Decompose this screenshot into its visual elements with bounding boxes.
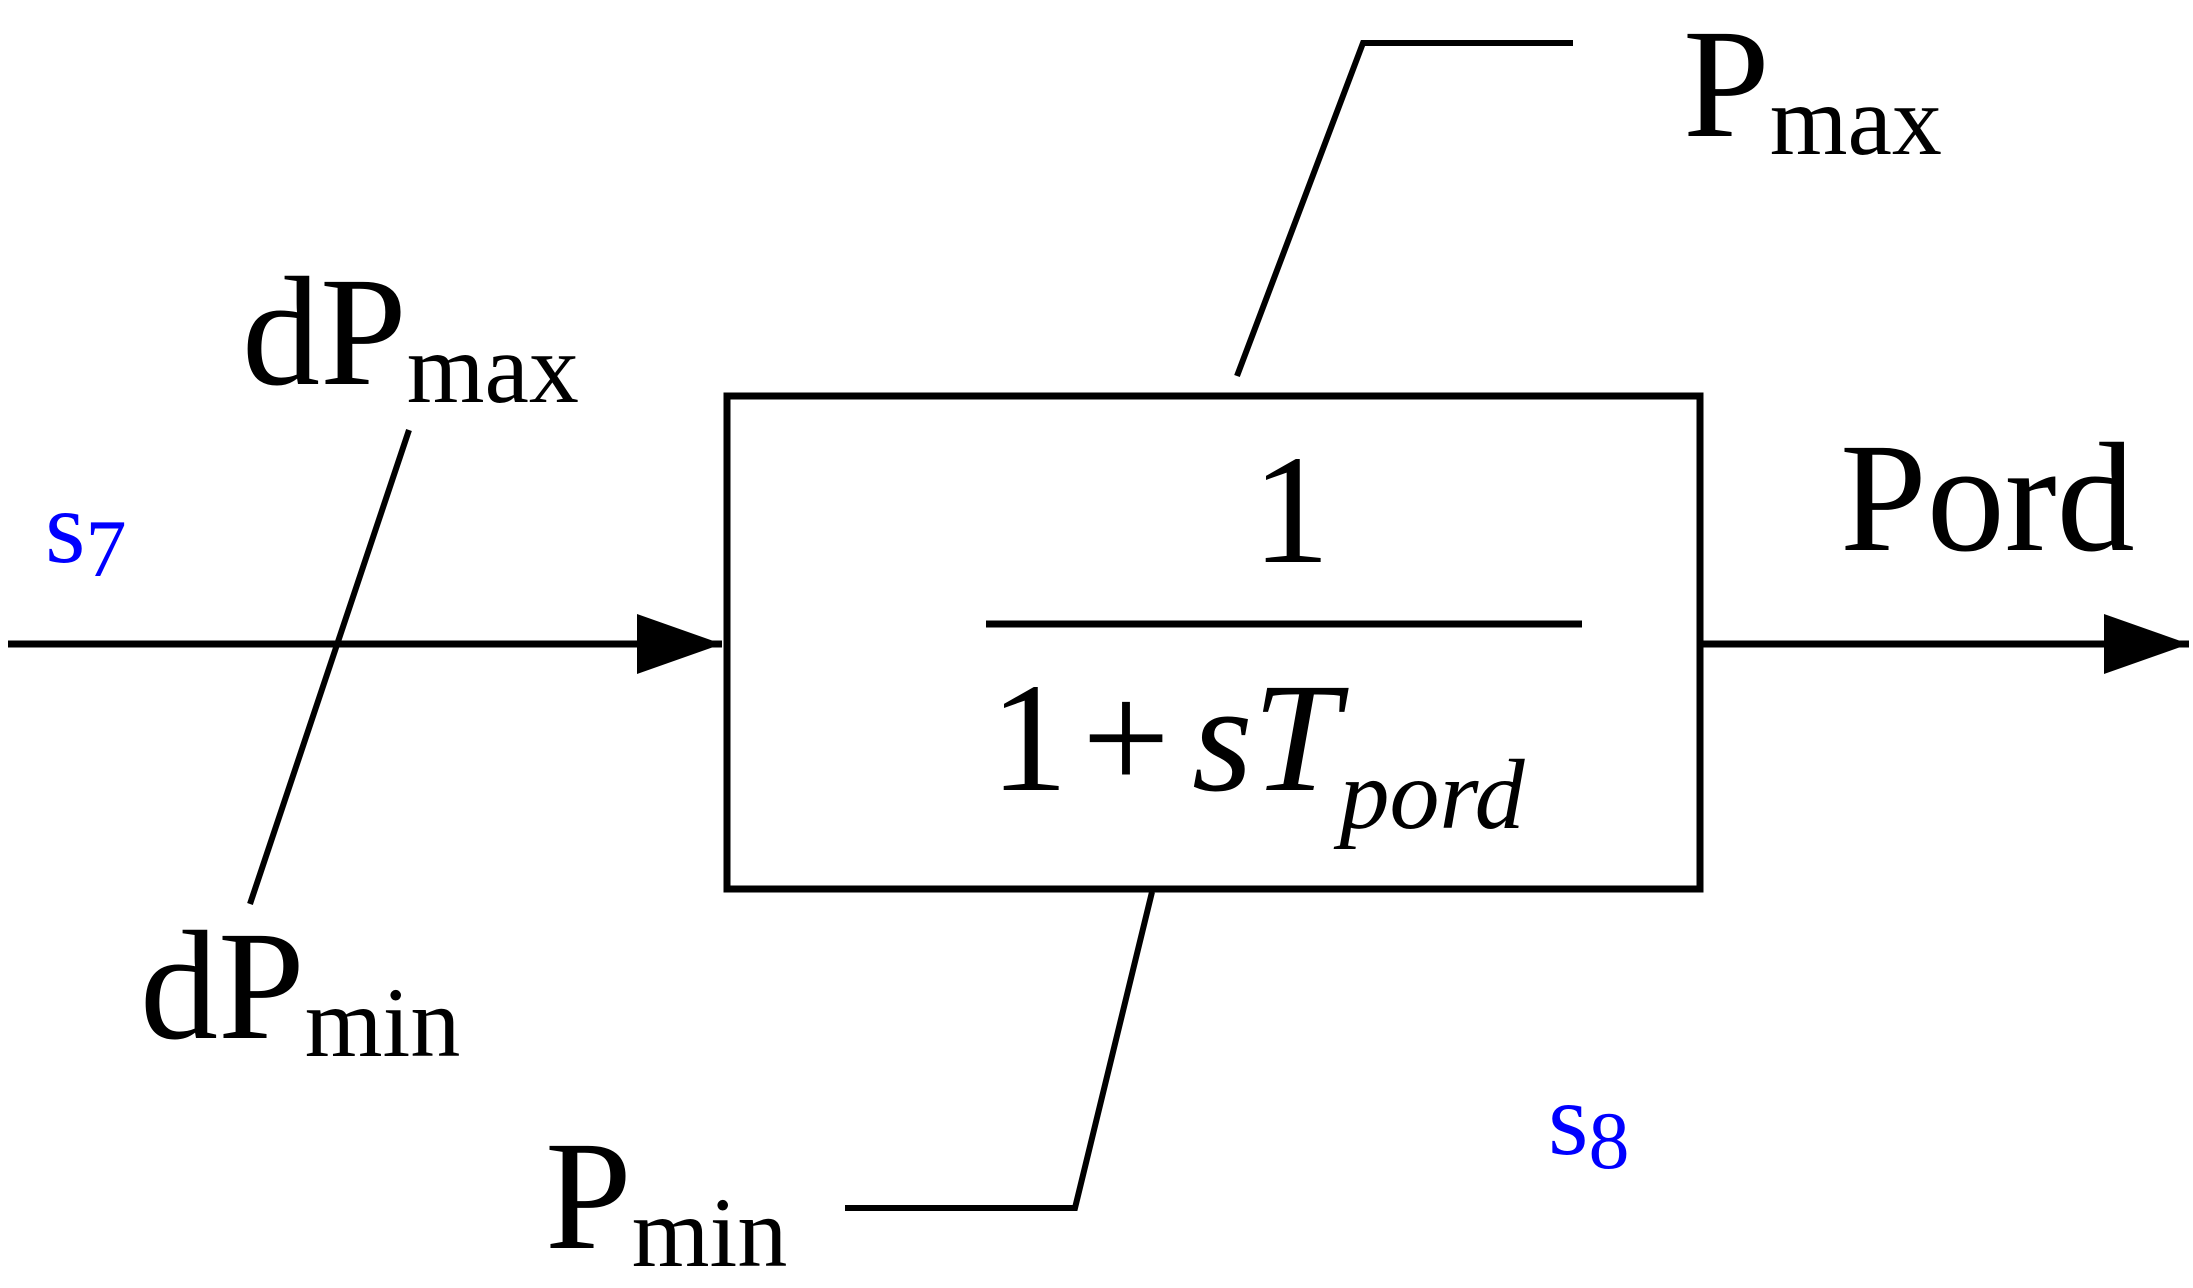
tf-s-variable: s — [1191, 651, 1253, 824]
output-signal-label: Pord — [1840, 411, 2135, 584]
transfer-function-block — [723, 392, 1704, 893]
rate-limit-upper-base: dP — [242, 245, 407, 418]
tf-numerator: 1 — [1252, 423, 1330, 596]
rate-limit-upper-sub: max — [406, 313, 579, 424]
output-limit-lower-label: Pmin — [545, 1118, 787, 1283]
input-state-label: s7 — [45, 476, 126, 590]
tf-time-constant-sub: pord — [1339, 739, 1525, 850]
rate-limit-upper-label: dPmax — [242, 254, 579, 419]
output-state-index: 8 — [1588, 1095, 1630, 1186]
tf-denominator: 1+sTpord — [990, 660, 1525, 845]
tf-plus: + — [1082, 651, 1170, 824]
output-state-letter: s — [1548, 1062, 1589, 1177]
input-state-index: 7 — [85, 503, 127, 594]
rate-limit-lower-label: dPmin — [140, 908, 460, 1073]
output-limit-upper-base: P — [1683, 0, 1770, 170]
tf-time-constant: T — [1252, 651, 1340, 824]
rate-limit-lower-sub: min — [304, 967, 461, 1078]
lower-limit-line — [845, 891, 1155, 1211]
upper-limit-line — [1234, 40, 1573, 378]
output-state-label: s8 — [1548, 1068, 1629, 1182]
rate-limit-slash — [247, 429, 412, 905]
input-state-letter: s — [45, 470, 86, 585]
output-limit-lower-base: P — [545, 1109, 632, 1282]
output-limit-upper-sub: max — [1769, 65, 1942, 176]
tf-denominator-one: 1 — [990, 651, 1068, 824]
output-limit-upper-label: Pmax — [1683, 6, 1942, 171]
rate-limit-lower-base: dP — [140, 899, 305, 1072]
output-limit-lower-sub: min — [631, 1177, 788, 1288]
